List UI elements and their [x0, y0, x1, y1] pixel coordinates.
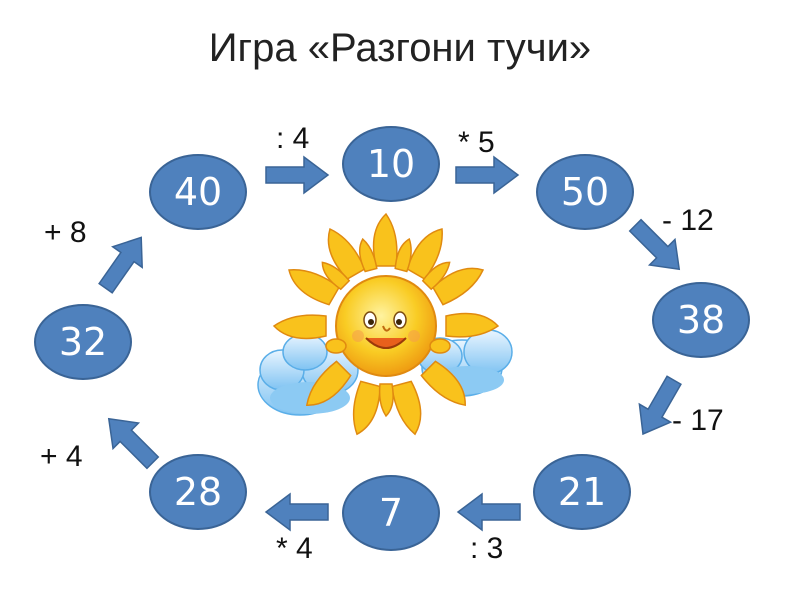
op-multiply-5: * 5 — [458, 126, 495, 160]
op-minus-12: - 12 — [662, 204, 714, 238]
arrow-40-to-10 — [266, 157, 328, 193]
arrow-7-to-28 — [266, 494, 328, 530]
node-38: 38 — [652, 282, 750, 358]
node-10: 10 — [342, 126, 440, 202]
arrow-28-to-32 — [96, 406, 165, 475]
op-multiply-4: * 4 — [276, 532, 313, 566]
node-32: 32 — [34, 304, 132, 380]
arrow-10-to-50 — [456, 157, 518, 193]
node-28: 28 — [149, 454, 247, 530]
op-divide-3: : 3 — [470, 532, 503, 566]
sun-with-clouds-illustration — [258, 214, 512, 437]
op-divide-4: : 4 — [276, 122, 309, 156]
node-40: 40 — [149, 154, 247, 230]
op-plus-8: + 8 — [44, 216, 87, 250]
sun-face — [336, 276, 436, 376]
node-7: 7 — [342, 475, 440, 551]
op-plus-4: + 4 — [40, 440, 83, 474]
arrow-21-to-7 — [458, 494, 520, 530]
op-minus-17: - 17 — [672, 404, 724, 438]
arrow-32-to-40 — [91, 227, 156, 298]
node-50: 50 — [536, 154, 634, 230]
node-21: 21 — [533, 454, 631, 530]
